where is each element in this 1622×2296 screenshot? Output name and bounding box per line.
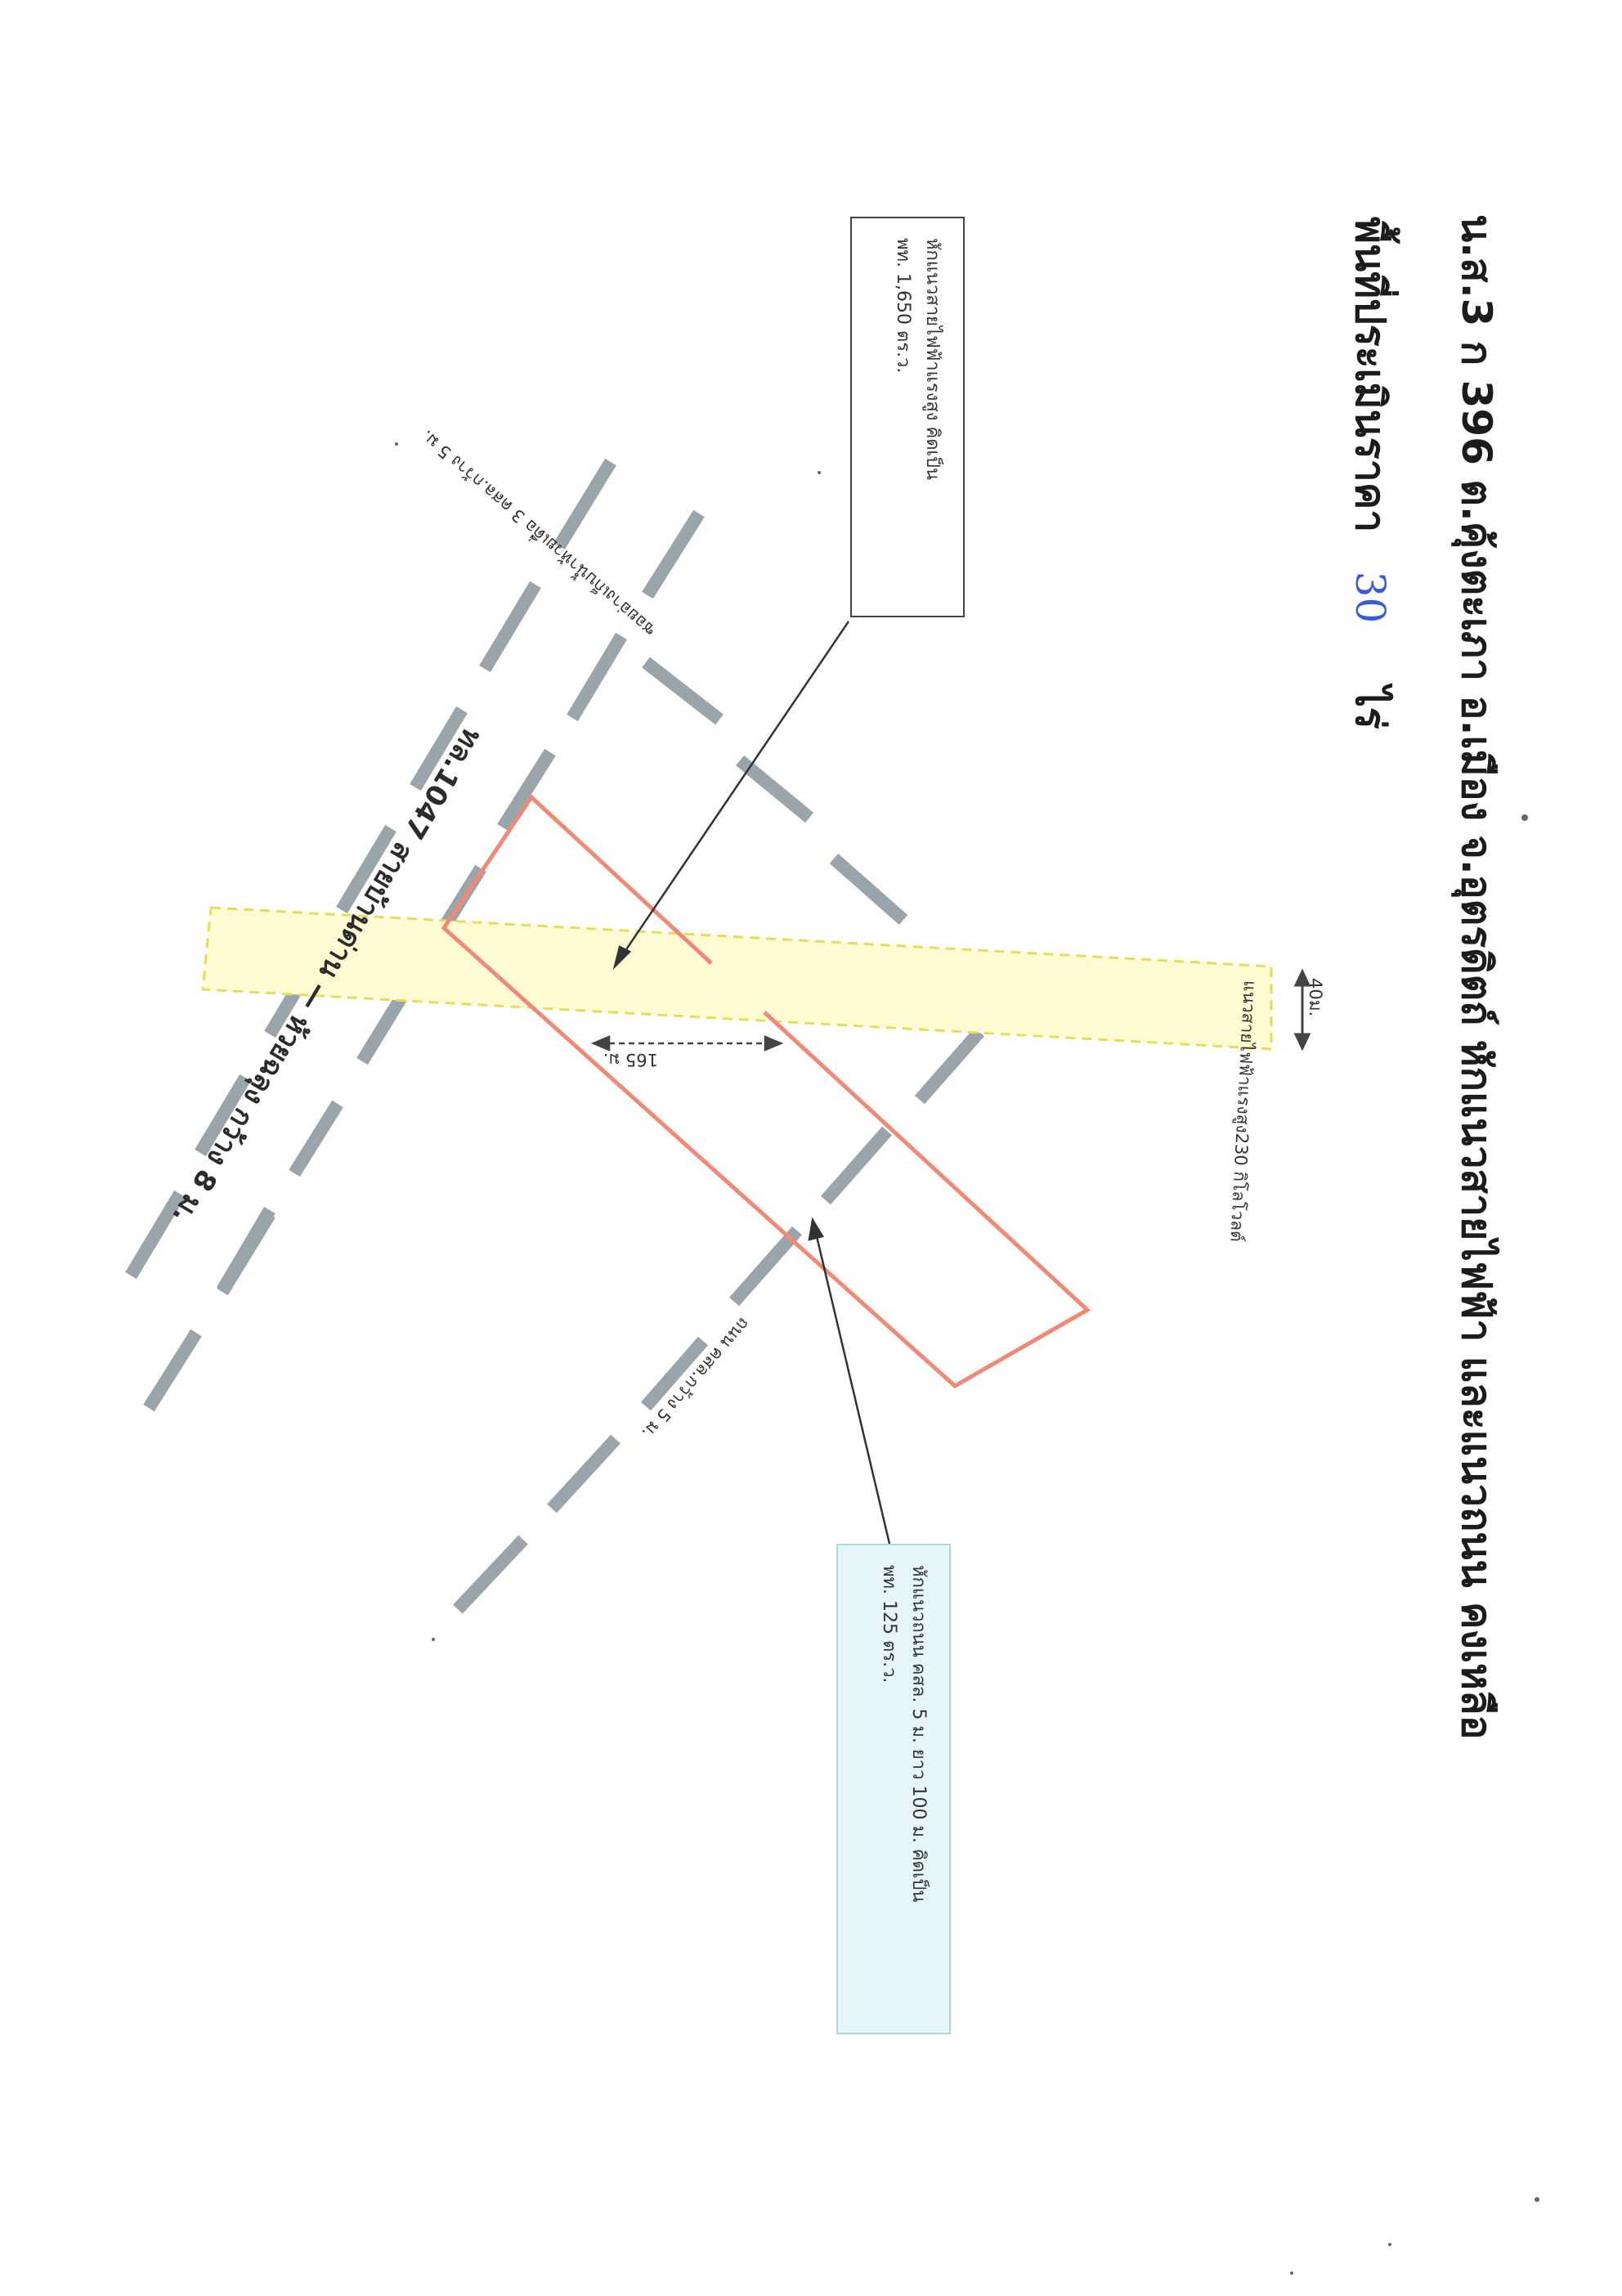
powerline-band xyxy=(201,906,1273,1051)
area-unit-label: ไร่ xyxy=(1346,686,1394,729)
highway-inner-edge xyxy=(217,509,705,1296)
powerline-deduction-line1: หักแนวสายไฟฟ้าแรงสูง คิดเป็น xyxy=(922,238,943,481)
road-deduction-line2: พท. 125 ตร.ว. xyxy=(879,1565,899,1684)
page-title-line2: พื้นที่ประเมินราคา 30 ไร่ xyxy=(1337,217,1402,729)
assessment-area-label: พื้นที่ประเมินราคา xyxy=(1346,217,1394,533)
powerline-deduction-callout: หักแนวสายไฟฟ้าแรงสูง คิดเป็น พท. 1,650 ต… xyxy=(850,217,965,617)
handwritten-area-value: 30 xyxy=(1346,571,1394,624)
land-plot-outline xyxy=(441,794,1091,1389)
road-deduction-line1: หักแนวถนน คสล. 5 ม. ยาว 100 ม. คิดเป็น xyxy=(908,1565,929,1903)
powerline-width-arrow xyxy=(1293,968,1311,1052)
plot-width-arrow xyxy=(590,1035,784,1052)
callout-leader-lines xyxy=(612,621,891,1545)
page-title: น.ส.3 ก 396 ต.คุ้งตะเภา อ.เมือง จ.อุตรดิ… xyxy=(1453,214,1500,1740)
road-deduction-callout: หักแนวถนน คสล. 5 ม. ยาว 100 ม. คิดเป็น พ… xyxy=(836,1544,951,2034)
paved-road-dashes xyxy=(453,1027,985,1614)
scan-specks xyxy=(395,442,1539,2275)
powerline-deduction-line2: พท. 1,650 ตร.ว. xyxy=(893,238,913,374)
plot-width-label: 165 ม. xyxy=(603,1050,658,1070)
powerline-width-label: 40ม. xyxy=(1306,978,1325,1017)
